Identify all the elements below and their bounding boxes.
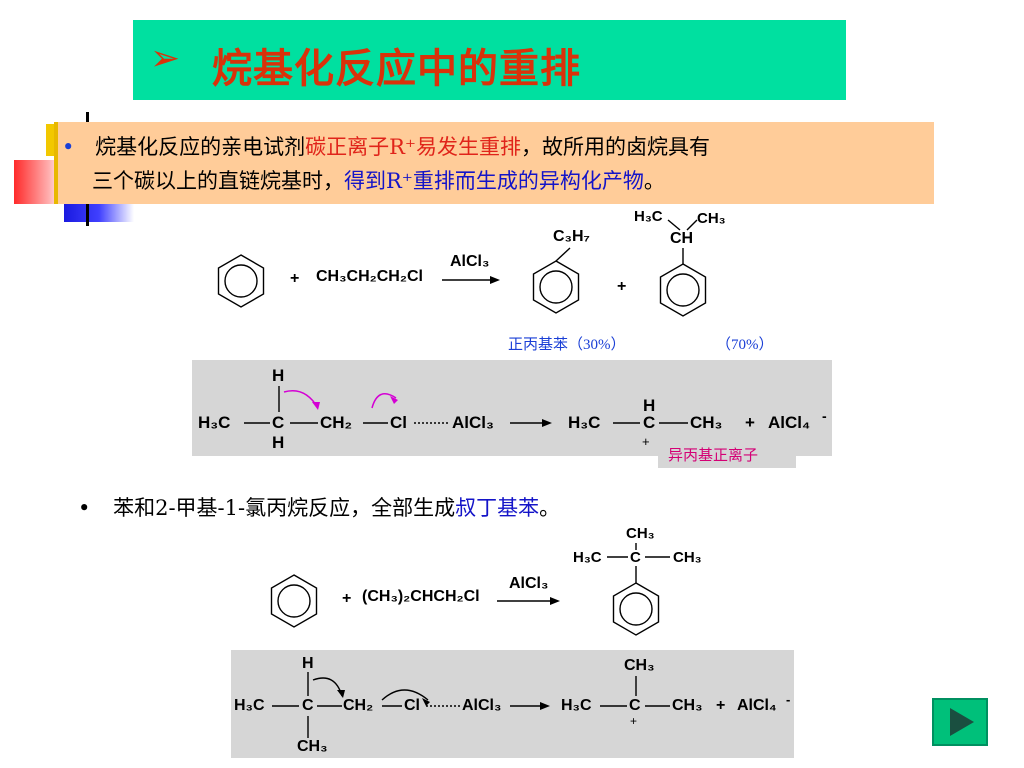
carbocation-label-text: 异丙基正离子 [668,446,759,464]
product-2-ch: CH [670,230,694,247]
mech2-plus: + [716,697,726,714]
next-slide-button[interactable] [932,698,988,746]
reaction-arrow-head [490,276,500,284]
curved-arrow-head [337,690,345,698]
reaction-arrow-head [540,702,550,710]
mech2-ch2: CH₂ [343,697,374,714]
mech2-alcl3: AlCl₃ [462,697,502,714]
benzene-ring [612,582,660,636]
bullet-box-1 [54,122,934,204]
play-right-icon [950,708,974,736]
product-2-h3c: H₃C [634,208,663,225]
r2-product-ch3-top: CH₃ [626,525,655,542]
mech1-h-top: H [272,366,285,385]
mech2-product-ch3-top: CH₃ [624,657,655,674]
product-2-ch3: CH₃ [697,210,726,227]
catalyst-label: AlCl₃ [450,253,490,270]
curved-arrow-head [312,402,320,410]
mech1-alcl4: AlCl₄ [768,413,811,432]
mech1-c: C [272,413,285,432]
benzene-ring [217,254,265,308]
mech2-c: C [302,697,314,714]
mech1-product-h3c: H₃C [568,413,601,432]
decor-blue-block [64,200,134,222]
mech1-cl: Cl [390,413,407,432]
mech2-product-ch3: CH₃ [672,697,703,714]
title-banner [133,20,846,100]
mech2-product-c: C [629,697,641,714]
mech1-charge: + [642,434,650,449]
bullet-dot: • [62,135,75,159]
reagent-label: CH₃CH₂CH₂Cl [316,268,423,285]
mech2-cl: Cl [404,697,420,714]
mech1-alcl3: AlCl₃ [452,413,494,432]
product-1-substituent: C₃H₇ [553,228,590,245]
mechanism-panel-2 [231,650,794,758]
mech1-ch2: CH₂ [320,413,353,432]
mech1-product-h: H [643,396,656,415]
mech2-h3c: H₃C [234,697,265,714]
mech1-h3c: H₃C [198,413,231,432]
mech1-h-bottom: H [272,433,285,452]
benzene-ring [659,263,707,317]
page-title: 烷基化反应中的重排 [212,46,581,92]
r2-product-ch3-right: CH₃ [673,549,702,566]
mech1-plus: + [745,413,755,432]
mechanism-panel-1 [192,360,832,456]
bullet-dot: • [78,496,91,520]
yield-label-isopropylbenzene: （70%） [716,337,774,353]
catalyst-label: AlCl₃ [509,575,549,592]
mech1-product-ch3: CH₃ [690,413,723,432]
mech2-product-h3c: H₃C [561,697,592,714]
mech1-minus: - [822,408,827,424]
reaction-arrow-head [550,597,560,605]
title-arrow-icon: ➢ [150,38,181,79]
mech2-minus: - [786,692,791,707]
carbocation-label [658,444,796,468]
benzene-ring [532,260,580,314]
curved-arrow-head [390,396,398,404]
r2-product-h3c: H₃C [573,549,602,566]
plus-sign: + [290,270,300,287]
mech1-product-c: C [643,413,656,432]
bullet-1-text: • 烷基化反应的亲电试剂碳正离子R⁺易发生重排，故所用的卤烷具有 三个碳以上的直… [62,135,710,193]
reaction-arrow-head [542,419,552,427]
reagent-label: (CH₃)₂CHCH₂Cl [362,588,480,605]
plus-sign: + [342,590,352,607]
curved-arrow-head [422,698,430,706]
yield-label-propylbenzene: 正丙基苯（30%） [508,337,626,353]
mech2-alcl4: AlCl₄ [737,697,777,714]
plus-sign: + [617,278,627,295]
mech2-h-top: H [302,655,314,672]
bullet-2-text: • 苯和2-甲基-1-氯丙烷反应，全部生成叔丁基苯。 [78,496,561,520]
benzene-ring [270,574,318,628]
mech2-charge: + [630,714,638,728]
mech2-ch3-bottom: CH₃ [297,738,328,755]
r2-product-c: C [630,549,641,566]
